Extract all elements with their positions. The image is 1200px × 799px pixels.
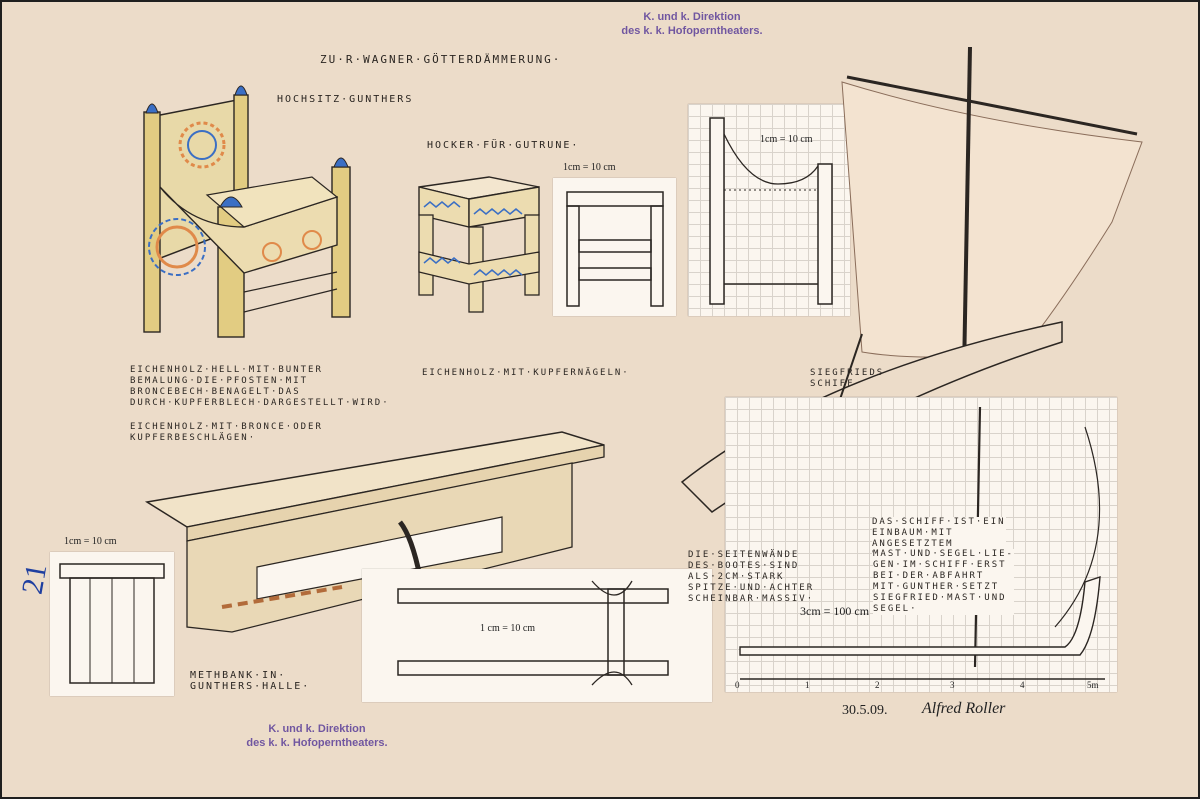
stamp-bottom: K. und k. Direktion des k. k. Hofopernth…: [242, 722, 392, 750]
stool-plan-sheet: 1cm = 10 cm: [553, 162, 676, 316]
bench-front-drawing: [397, 580, 669, 686]
stool-plan-drawing: [566, 191, 664, 307]
stamp-top-line1: K. und k. Direktion: [643, 11, 741, 23]
signature-name: Alfred Roller: [922, 700, 1006, 717]
stamp-bottom-line1: K. und k. Direktion: [268, 723, 366, 735]
ruler-tick-0: 0: [735, 680, 740, 690]
margin-number: 21: [15, 561, 54, 597]
ship-scale: 3cm = 100 cm: [800, 604, 870, 618]
ship-plan-sheet: DAS·SCHIFF·IST·EIN EINBAUM·MIT ANGESETZT…: [725, 397, 1117, 692]
bench-scale-long: 1 cm = 10 cm: [480, 623, 536, 634]
stool-drawing: [418, 176, 540, 313]
stamp-top-line2: des k. k. Hofoperntheaters.: [621, 25, 763, 37]
chair-description: EICHENHOLZ·HELL·MIT·BUNTER BEMALUNG·DIE·…: [130, 365, 390, 408]
chair-drawing: [143, 85, 351, 338]
bench-title: METHBANK·IN· GUNTHERS·HALLE·: [190, 670, 311, 692]
ship-ruler: 0 1 2 3 4 5m: [725, 680, 1117, 692]
ruler-tick-2: 2: [875, 680, 880, 690]
stool-scale-a: 1cm = 10 cm: [563, 162, 616, 173]
stool-title: HOCKER·FÜR·GUTRUNE·: [427, 140, 580, 151]
ruler-tick-3: 3: [950, 680, 955, 690]
stool-scale-b: 1cm = 10 cm: [760, 134, 813, 145]
stamp-bottom-line2: des k. k. Hofoperntheaters.: [246, 737, 388, 749]
bench-drawing: [144, 431, 605, 633]
stamp-top: K. und k. Direktion des k. k. Hofopernth…: [617, 10, 767, 38]
ruler-tick-4: 4: [1020, 680, 1025, 690]
bench-scale-small: 1cm = 10 cm: [64, 536, 117, 547]
bench-end-sheet: 1cm = 10 cm: [50, 536, 174, 696]
sheet-title: ZU·R·WAGNER·GÖTTERDÄMMERUNG·: [320, 53, 562, 66]
ship-title: SIEGFRIEDS SCHIFF: [810, 368, 885, 389]
ship-description-2: MAST·UND·SEGEL·LIE- GEN·IM·SCHIFF·ERST B…: [873, 549, 1014, 615]
ship-walls-note: DIE·SEITENWÄNDE DES·BOOTES·SIND ALS·2CM·…: [688, 550, 815, 604]
ruler-tick-1: 1: [805, 680, 810, 690]
throne-plan-sheet: 1cm = 10 cm: [688, 104, 850, 316]
ruler-tick-5: 5m: [1087, 680, 1099, 690]
signature-date: 30.5.09.: [842, 703, 888, 718]
bench-end-drawing: [59, 563, 165, 684]
stool-description: EICHENHOLZ·MIT·KUPFERNÄGELN·: [422, 368, 630, 378]
bench-material-note: EICHENHOLZ·MIT·BRONCE·ODER KUPFERBESCHLÄ…: [130, 422, 323, 443]
bench-front-sheet: 1 cm = 10 cm: [362, 569, 712, 702]
throne-plan-drawing: [709, 117, 833, 305]
chair-title: HOCHSITZ·GUNTHERS: [277, 94, 414, 105]
